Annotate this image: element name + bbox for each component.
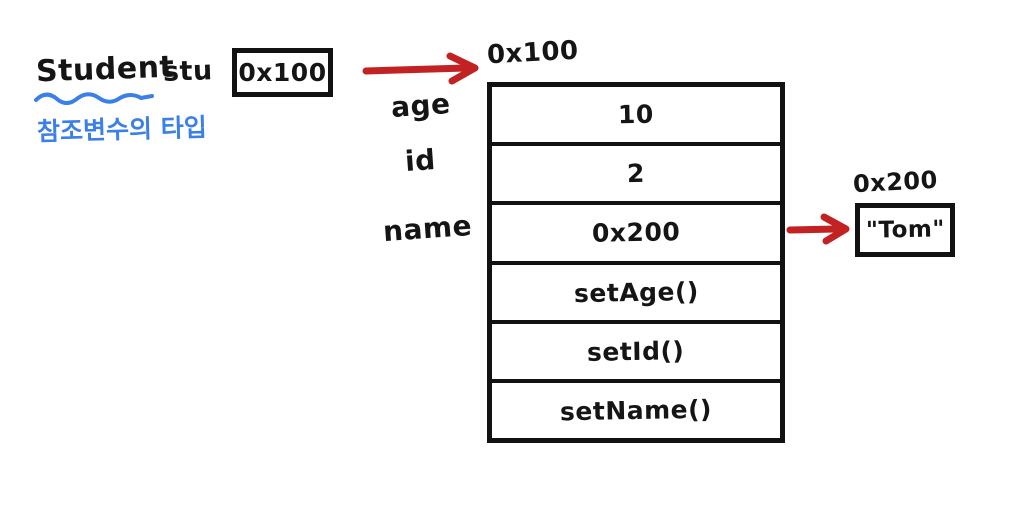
string-literal-address-label: 0x200	[852, 165, 939, 199]
heap-row-name: 0x200	[492, 205, 780, 265]
heap-cell-value: setId()	[587, 335, 685, 367]
right-arrow-icon	[786, 212, 858, 246]
reference-type-annotation: 참조변수의 타입	[36, 112, 208, 147]
heap-cell-value: 10	[617, 99, 655, 130]
wavy-underline-icon	[34, 90, 154, 105]
field-label-id: id	[403, 142, 437, 179]
stack-variable-value: 0x100	[238, 58, 327, 87]
string-literal-box: "Tom"	[855, 203, 955, 257]
stack-variable-box: 0x100	[232, 48, 333, 97]
declaration-type-name: Student	[35, 49, 175, 90]
heap-row-setid: setId()	[492, 323, 780, 383]
heap-row-setage: setAge()	[492, 264, 780, 324]
heap-row-id: 2	[492, 146, 780, 206]
heap-cell-value: setAge()	[573, 276, 699, 308]
heap-cell-value: 2	[626, 159, 646, 189]
heap-object-table: 10 2 0x200 setAge() setId() setName()	[487, 82, 785, 443]
heap-cell-value: 0x200	[591, 217, 681, 249]
heap-row-age: 10	[492, 87, 780, 147]
string-literal-value: "Tom"	[865, 216, 945, 244]
heap-row-setname: setName()	[492, 382, 780, 439]
declaration-variable-name: stu	[162, 55, 214, 88]
right-arrow-icon	[362, 52, 488, 86]
field-label-name: name	[381, 208, 474, 249]
heap-object-address-label: 0x100	[486, 35, 580, 71]
field-label-age: age	[389, 86, 452, 125]
heap-cell-value: setName()	[559, 394, 713, 427]
